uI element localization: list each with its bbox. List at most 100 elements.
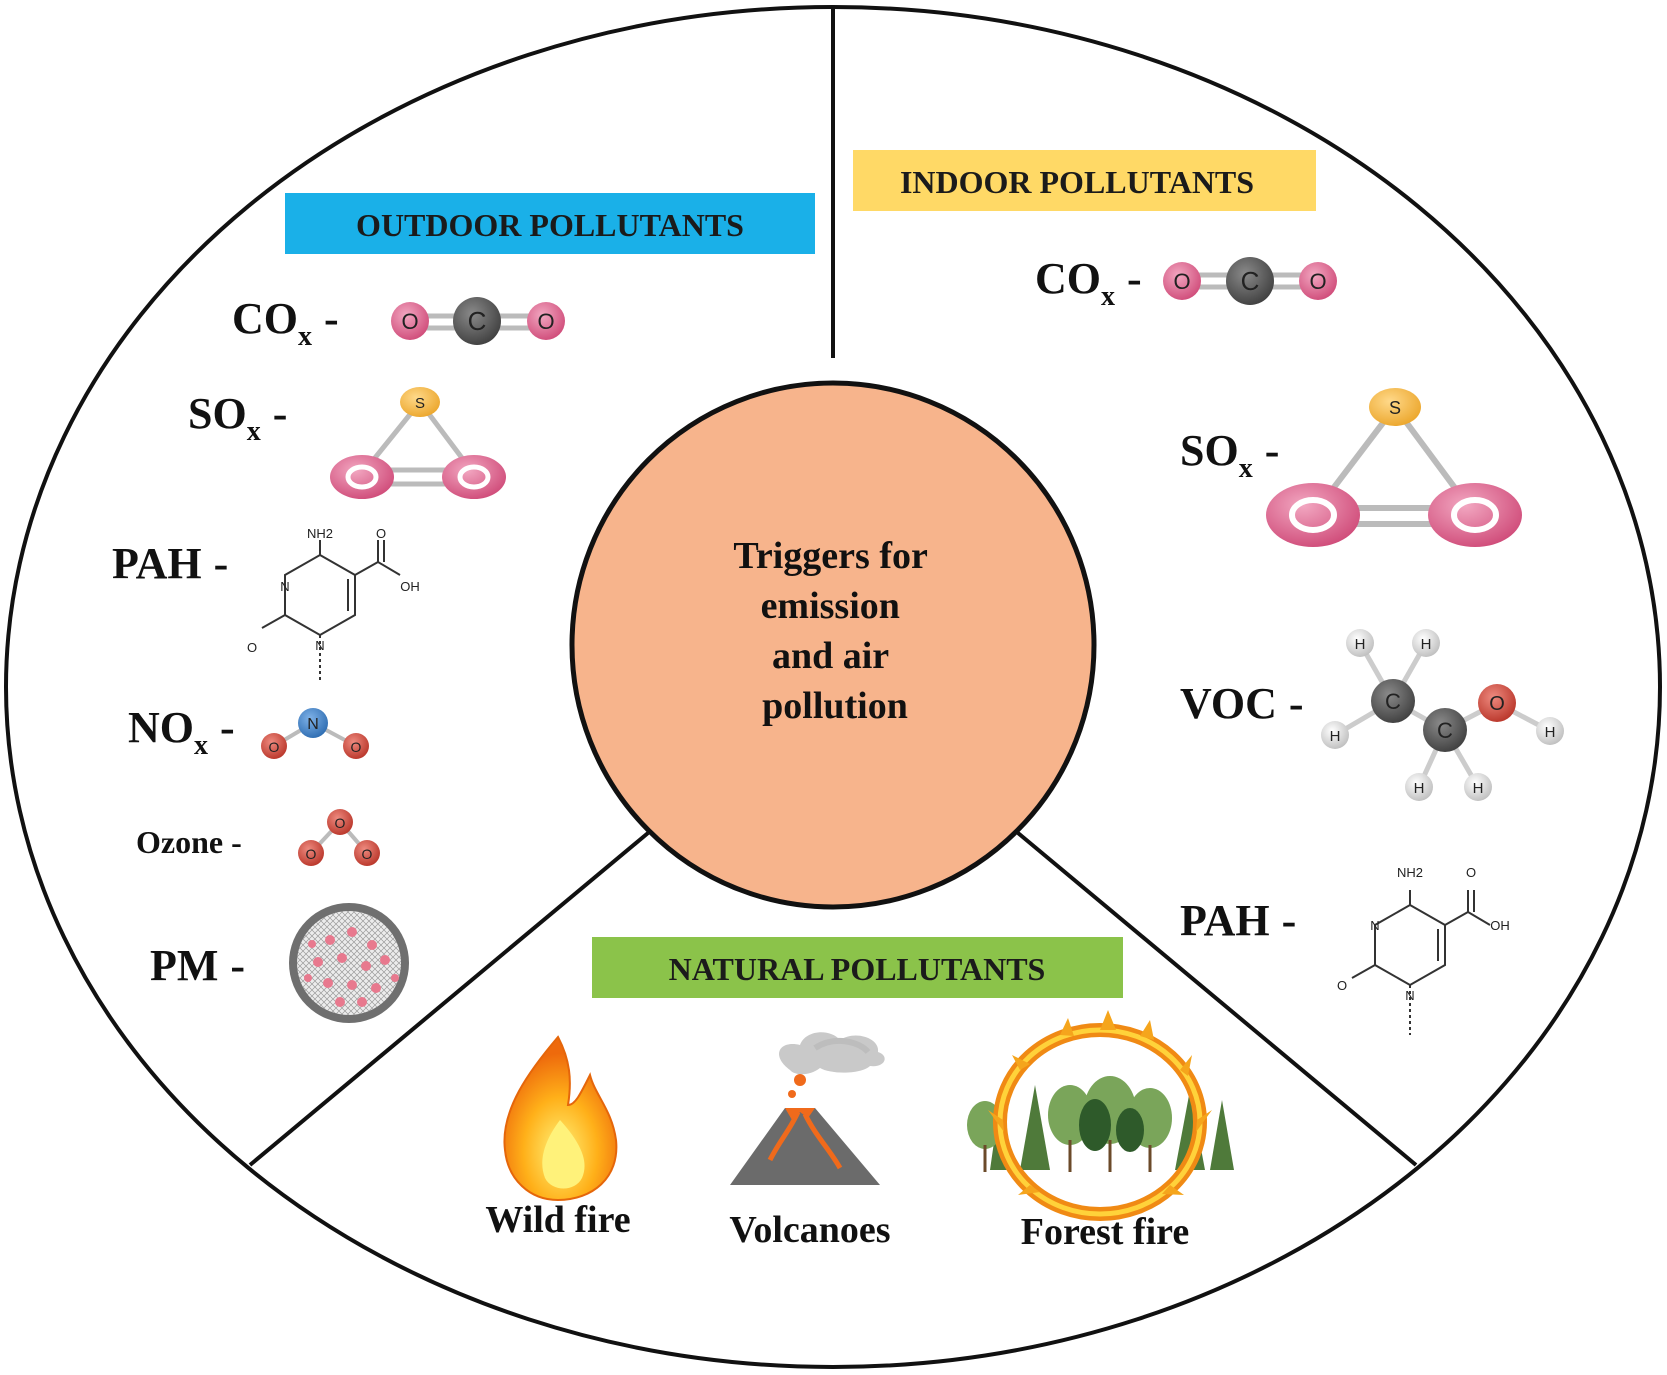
center-line-3: and air: [772, 635, 889, 677]
indoor-pah-label: PAH: [1180, 896, 1270, 945]
pah-n-label: N: [1405, 988, 1414, 1003]
outdoor-sox-label: SO: [188, 389, 247, 438]
wild-fire-label: Wild fire: [485, 1199, 630, 1241]
outdoor-title: OUTDOOR POLLUTANTS: [356, 207, 744, 243]
atom-label: O: [351, 739, 362, 755]
atom-label: C: [1437, 718, 1453, 743]
ethanol-molecule-icon: H H H H H H C C O: [1321, 629, 1564, 801]
svg-text:Triggers for emission: Triggers for emission and air pollution: [733, 535, 936, 727]
outdoor-sox-sub: x: [247, 416, 261, 447]
outdoor-sox-dash: -: [273, 389, 288, 438]
atom-label: O: [1173, 269, 1190, 294]
atom-label: H: [1473, 780, 1484, 797]
indoor-cox-label: CO: [1035, 254, 1101, 303]
svg-text:PM-: PM-: [150, 941, 245, 990]
outdoor-cox-label: CO: [232, 294, 298, 343]
atom-label: O: [401, 309, 418, 334]
pah-o-label: O: [1337, 978, 1347, 993]
atom-label: O: [1489, 693, 1505, 715]
pah-nh2-label: NH2: [307, 526, 333, 541]
flame-icon: [503, 1035, 618, 1202]
forest-fire-icon: [967, 1010, 1234, 1221]
pah-n-label: N: [280, 579, 289, 594]
atom-label: H: [1414, 780, 1425, 797]
svg-text:PAH-: PAH-: [1180, 896, 1296, 945]
atom-label: C: [1385, 689, 1401, 714]
outdoor-nox-dash: -: [220, 703, 235, 752]
pah-structure-icon: [1351, 890, 1491, 1035]
outdoor-title-box: [285, 193, 815, 254]
indoor-title: INDOOR POLLUTANTS: [900, 164, 1254, 200]
svg-text:SOx-: SOx-: [188, 389, 287, 447]
forest-fire-label: Forest fire: [1021, 1211, 1189, 1253]
so2-molecule-icon: S: [330, 387, 506, 499]
pah-structure-icon: [261, 540, 401, 680]
indoor-voc-label: VOC: [1180, 679, 1277, 728]
ozone-molecule-icon: O O O: [298, 809, 380, 866]
divider-right: [1016, 831, 1418, 1167]
indoor-sox-label: SO: [1180, 426, 1239, 475]
center-line-1: Triggers for: [733, 535, 928, 577]
co2-molecule-icon: O C O: [391, 297, 565, 345]
pah-n-label: N: [315, 638, 324, 653]
svg-text:SOx-: SOx-: [1180, 426, 1279, 484]
natural-title-box: [592, 937, 1123, 998]
atom-label: H: [1421, 636, 1432, 653]
natural-title: NATURAL POLLUTANTS: [669, 951, 1046, 987]
atom-label: O: [269, 739, 280, 755]
pah-n-label: N: [1370, 918, 1379, 933]
pah-o-label: O: [1466, 865, 1476, 880]
volcanoes-label: Volcanoes: [729, 1209, 890, 1251]
svg-text:Ozone-: Ozone-: [136, 824, 242, 860]
pah-o-label: O: [376, 526, 386, 541]
atom-label: O: [335, 815, 346, 831]
volcano-icon: [730, 1032, 885, 1185]
outdoor-pah-dash: -: [214, 539, 229, 588]
atom-label: H: [1545, 724, 1556, 741]
pah-o-label: O: [247, 640, 257, 655]
atom-label: C: [468, 306, 487, 336]
outdoor-nox-label: NO: [128, 703, 194, 752]
indoor-cox-dash: -: [1127, 254, 1142, 303]
pah-oh-label: OH: [400, 579, 420, 594]
outdoor-section: OUTDOOR POLLUTANTS COx- O C O SOx- S: [112, 193, 815, 1023]
center-line-4: pollution: [762, 685, 908, 727]
atom-label: H: [1355, 636, 1366, 653]
indoor-voc-dash: -: [1289, 679, 1304, 728]
center-line-2: emission: [761, 585, 900, 627]
pah-oh-label: OH: [1490, 918, 1510, 933]
so2-molecule-icon: S: [1266, 388, 1522, 547]
atom-label: O: [1309, 269, 1326, 294]
no2-molecule-icon: N O O: [261, 708, 369, 759]
outdoor-cox-dash: -: [324, 294, 339, 343]
outdoor-cox-sub: x: [298, 321, 312, 352]
indoor-sox-dash: -: [1265, 426, 1280, 475]
atom-label: C: [1241, 266, 1260, 296]
indoor-sox-sub: x: [1239, 453, 1253, 484]
outdoor-ozone-label: Ozone: [136, 824, 223, 860]
particulate-matter-icon: [289, 903, 409, 1023]
atom-label: O: [537, 309, 554, 334]
divider-left: [248, 831, 650, 1167]
indoor-pah-dash: -: [1282, 896, 1297, 945]
svg-text:NOx-: NOx-: [128, 703, 235, 761]
natural-section: NATURAL POLLUTANTS Wild fire Volcanoes: [485, 937, 1234, 1253]
atom-label: H: [1330, 728, 1341, 745]
atom-label: O: [306, 846, 317, 862]
co2-molecule-icon: O C O: [1163, 257, 1337, 305]
indoor-cox-sub: x: [1101, 281, 1115, 312]
outdoor-nox-sub: x: [194, 730, 208, 761]
svg-text:PAH-: PAH-: [112, 539, 228, 588]
svg-text:COx-: COx-: [232, 294, 339, 352]
outdoor-pm-label: PM: [150, 941, 218, 990]
center-hub: Triggers for emission and air pollution: [569, 380, 1097, 910]
outdoor-pm-dash: -: [230, 941, 245, 990]
svg-text:COx-: COx-: [1035, 254, 1142, 312]
indoor-section: INDOOR POLLUTANTS COx- O C O SOx- S: [853, 150, 1564, 1035]
atom-label: N: [307, 716, 319, 733]
atom-label: S: [415, 395, 425, 412]
atom-label: O: [362, 846, 373, 862]
svg-text:VOC-: VOC-: [1180, 679, 1304, 728]
atom-label: S: [1389, 398, 1401, 418]
